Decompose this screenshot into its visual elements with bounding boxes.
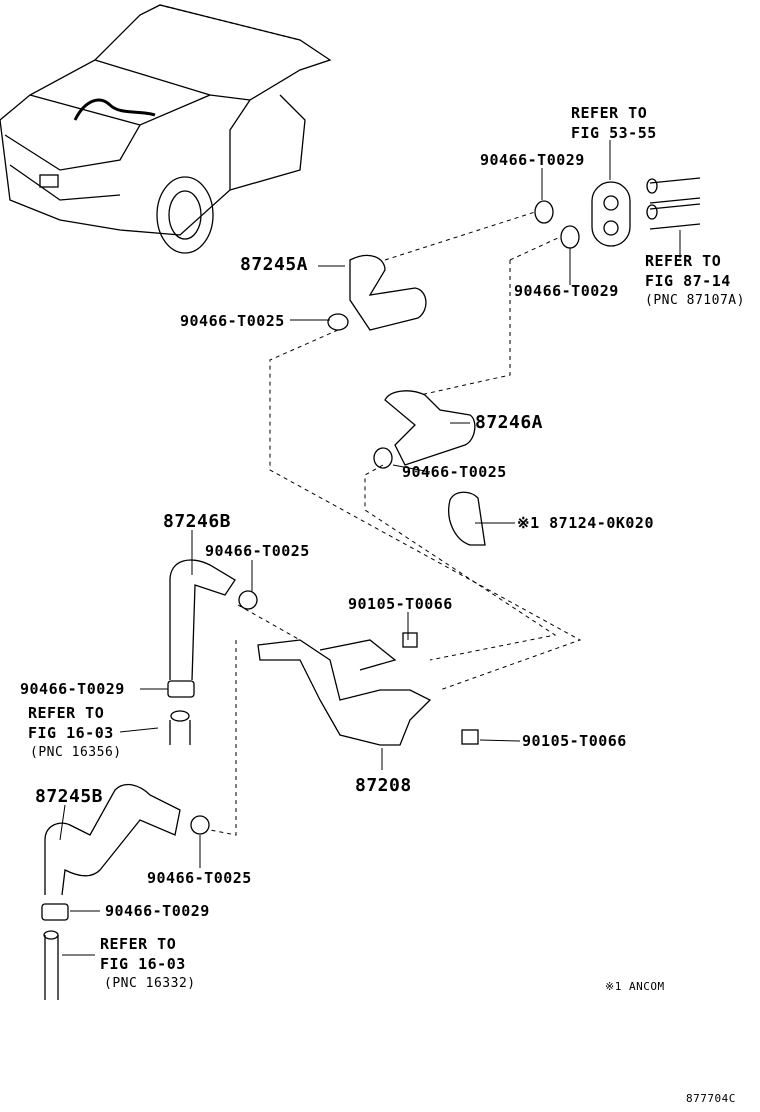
grommet-drawing <box>448 491 486 546</box>
grommet-top-drawing <box>591 177 701 247</box>
pipe-bottom-left-drawing <box>43 710 191 1000</box>
pipe-87208-drawing <box>257 632 479 746</box>
refer-label: REFER TO <box>645 252 722 270</box>
pnc-label: (PNC 87107A) <box>645 293 745 308</box>
part-number-pipe[interactable]: 87208 <box>355 775 412 796</box>
refer-label: REFER TO <box>100 935 177 953</box>
part-number-clamp[interactable]: 90466-T0029 <box>514 282 619 300</box>
vehicle-illustration <box>0 4 332 254</box>
hose-87245a-drawing <box>349 254 427 331</box>
part-number-hose[interactable]: 87245B <box>35 786 104 807</box>
part-number-hose[interactable]: 87246A <box>475 412 544 433</box>
part-number-bolt[interactable]: 90105-T0066 <box>348 595 453 613</box>
pnc-label: (PNC 16356) <box>30 745 122 760</box>
part-number-clamp[interactable]: 90466-T0025 <box>402 463 507 481</box>
refer-fig-label[interactable]: FIG 87-14 <box>645 272 731 290</box>
refer-label: REFER TO <box>571 104 648 122</box>
refer-fig-label[interactable]: FIG 16-03 <box>100 955 186 973</box>
part-number-clamp[interactable]: 90466-T0025 <box>147 869 252 887</box>
refer-fig-label[interactable]: FIG 53-55 <box>571 124 657 142</box>
part-number-hose[interactable]: 87245A <box>240 254 309 275</box>
refer-fig-label[interactable]: FIG 16-03 <box>28 724 114 742</box>
hose-87245b-drawing <box>44 783 181 896</box>
part-number-clamp[interactable]: 90466-T0029 <box>105 902 210 920</box>
clamps-drawing <box>41 200 580 921</box>
part-number-clamp[interactable]: 90466-T0029 <box>480 151 585 169</box>
pnc-label: (PNC 16332) <box>104 976 196 991</box>
dashed-connection-lines <box>209 211 582 836</box>
part-number-bolt[interactable]: 90105-T0066 <box>522 732 627 750</box>
part-number-clamp[interactable]: 90466-T0025 <box>205 542 310 560</box>
hose-87246a-drawing <box>384 390 476 466</box>
refer-label: REFER TO <box>28 704 105 722</box>
hose-87246b-drawing <box>169 559 236 681</box>
part-number-clamp[interactable]: 90466-T0025 <box>180 312 285 330</box>
footnote: ※1 ANCOM <box>605 980 665 993</box>
figure-code: 877704C <box>686 1092 736 1105</box>
part-number-grommet[interactable]: ※1 87124-0K020 <box>517 514 654 532</box>
leader-lines <box>59 140 681 956</box>
part-number-clamp[interactable]: 90466-T0029 <box>20 680 125 698</box>
part-number-hose[interactable]: 87246B <box>163 511 232 532</box>
